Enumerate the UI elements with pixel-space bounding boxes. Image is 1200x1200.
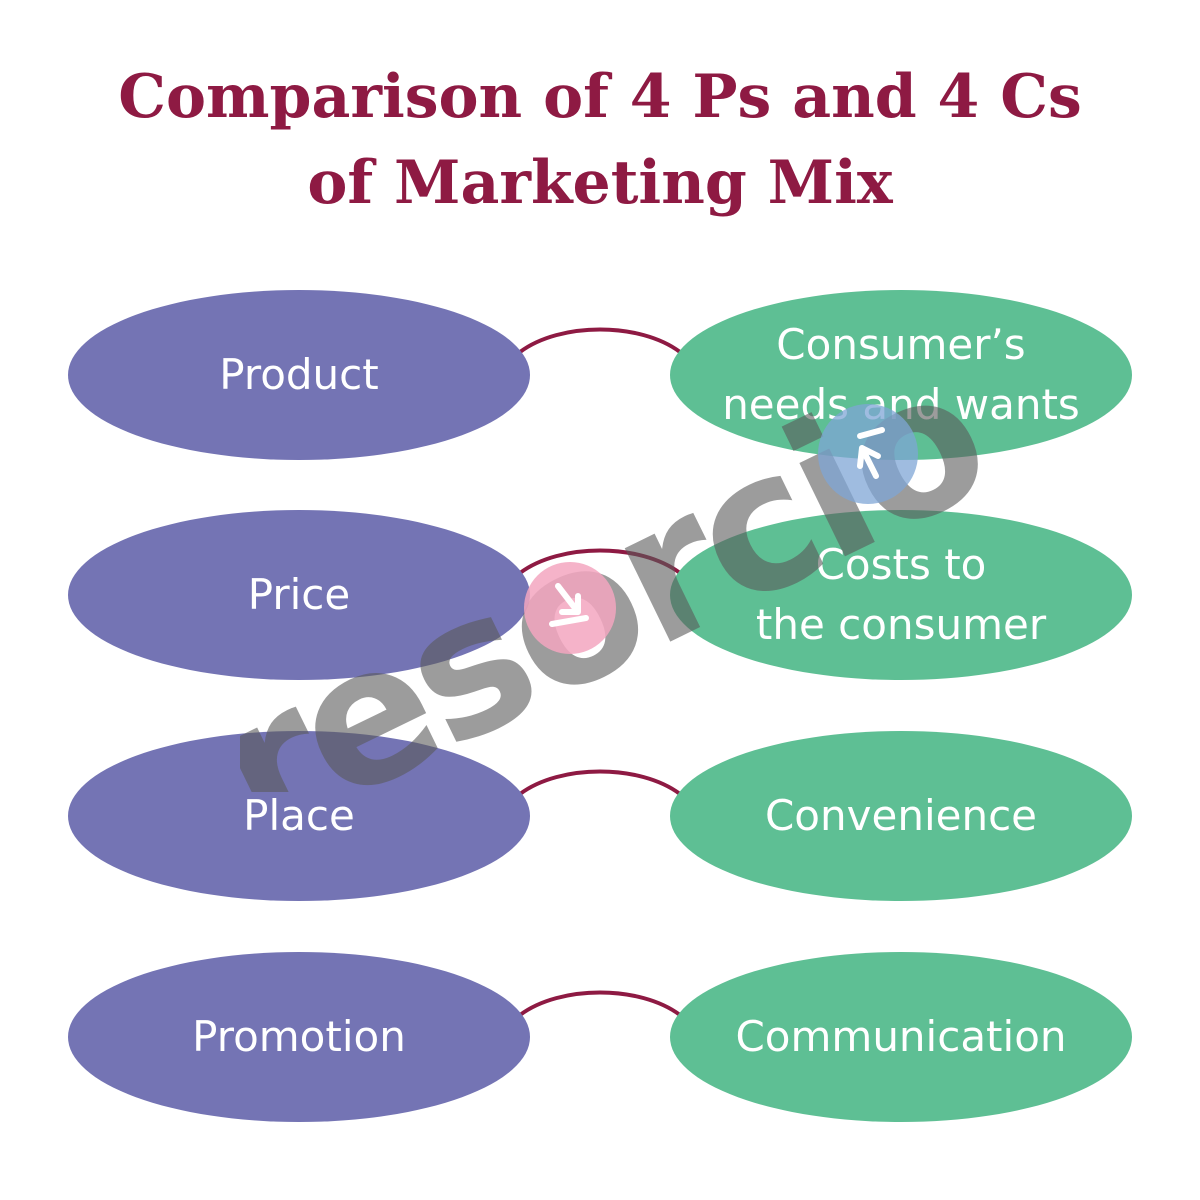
title-line-1: Comparison of 4 Ps and 4 Cs [118,62,1082,132]
c-label: Communication [735,1012,1067,1061]
c-ellipse-communication: Communication [670,952,1132,1122]
c-label: Convenience [764,791,1037,840]
p-label: Promotion [192,1012,406,1061]
title-line-2: of Marketing Mix [307,148,893,218]
connector-price [518,548,682,575]
connector-product [518,327,682,354]
p-ellipse-price: Price [68,510,530,680]
p-ellipse-product: Product [68,290,530,460]
c-label: Costs to the consumer [755,540,1047,649]
c-ellipse-consumer-needs: Consumer’s needs and wants [670,290,1132,460]
connector-promotion [518,990,682,1017]
p-label: Product [219,350,379,399]
c-label: Consumer’s needs and wants [722,320,1080,429]
p-label: Place [243,791,355,840]
p-ellipse-place: Place [68,731,530,901]
c-ellipse-convenience: Convenience [670,731,1132,901]
c-ellipse-costs: Costs to the consumer [670,510,1132,680]
connector-place [518,769,682,796]
p-ellipse-promotion: Promotion [68,952,530,1122]
diagram-title: Comparison of 4 Ps and 4 Cs of Marketing… [0,54,1200,226]
p-label: Price [247,570,351,619]
